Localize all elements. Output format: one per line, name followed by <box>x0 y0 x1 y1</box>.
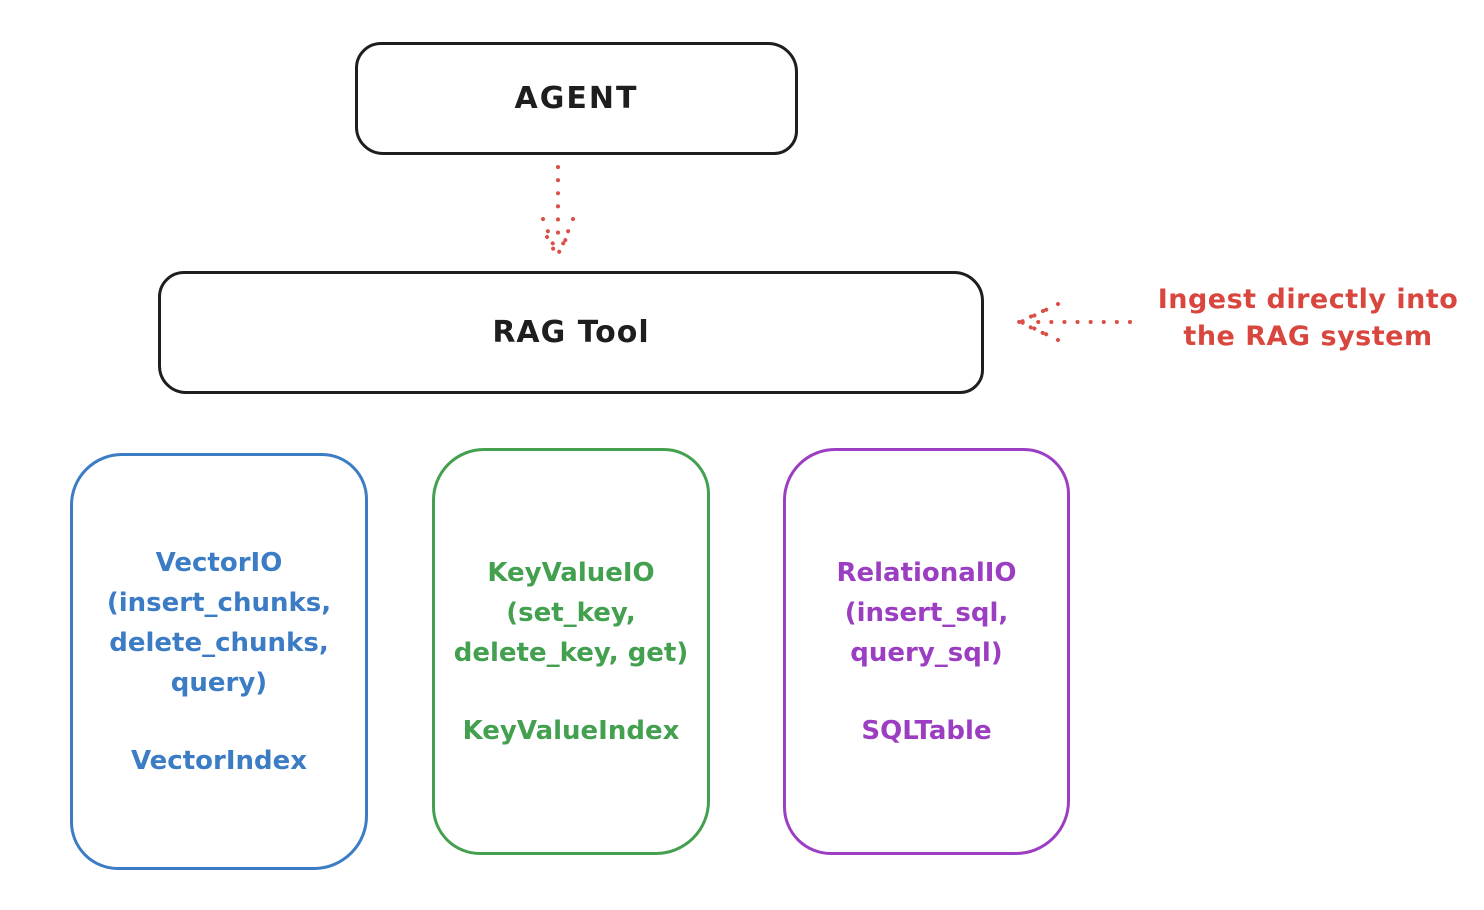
left-arrow-icon <box>1014 302 1132 342</box>
backend-label-line: delete_chunks, <box>109 627 329 658</box>
backend-label-line: RelationalIO <box>836 557 1017 588</box>
backend-index-label: SQLTable <box>861 715 992 746</box>
backend-index-label: KeyValueIndex <box>462 715 680 746</box>
backend-node-relationalio: RelationalIO (insert_sql, query_sql) SQL… <box>783 448 1070 855</box>
agent-node: AGENT <box>355 42 798 155</box>
annotation-ingest: Ingest directly into the RAG system <box>1140 281 1476 355</box>
backend-node-keyvalueio: KeyValueIO (set_key, delete_key, get) Ke… <box>432 448 710 855</box>
annotation-line-1: Ingest directly into <box>1157 284 1459 315</box>
backend-api-block: VectorIO (insert_chunks, delete_chunks, … <box>107 543 331 703</box>
backend-label-line: delete_key, get) <box>453 637 689 668</box>
backend-label-line: (set_key, <box>506 597 636 628</box>
backend-index-label: VectorIndex <box>130 745 308 776</box>
backend-node-vectorio: VectorIO (insert_chunks, delete_chunks, … <box>70 453 368 870</box>
down-arrow-icon <box>541 165 575 261</box>
backend-label-line: query_sql) <box>850 637 1003 668</box>
backend-label-line: query) <box>170 667 268 698</box>
rag-tool-node: RAG Tool <box>158 271 984 394</box>
backend-label-line: VectorIO <box>155 547 283 578</box>
agent-node-label: AGENT <box>514 81 639 116</box>
backend-label-line: (insert_chunks, <box>106 587 332 618</box>
backend-api-block: KeyValueIO (set_key, delete_key, get) <box>454 553 689 673</box>
rag-tool-node-label: RAG Tool <box>492 315 650 350</box>
backend-label-line: (insert_sql, <box>844 597 1009 628</box>
backend-api-block: RelationalIO (insert_sql, query_sql) <box>836 553 1016 673</box>
backend-label-line: KeyValueIO <box>487 557 655 588</box>
annotation-line-2: the RAG system <box>1183 321 1433 352</box>
